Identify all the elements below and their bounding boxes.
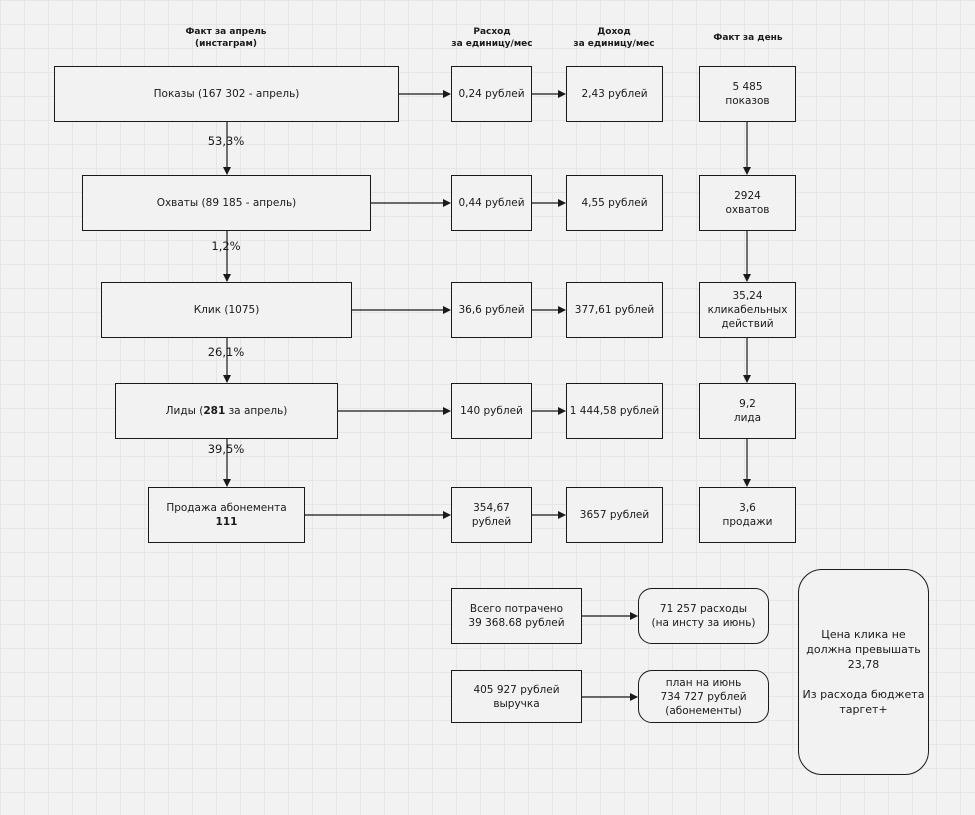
funnel-reach: Охваты (89 185 - апрель) bbox=[82, 175, 371, 231]
daily-reach: 2924 охватов bbox=[699, 175, 796, 231]
income-sales: 3657 рублей bbox=[566, 487, 663, 543]
conversion-leads-to-sales: 39,5% bbox=[207, 442, 245, 456]
summary-spent-june: 71 257 расходы (на инсту за июнь) bbox=[638, 588, 769, 644]
leads-prefix: Лиды ( bbox=[165, 405, 204, 417]
funnel-sales: Продажа абонемента 111 bbox=[148, 487, 305, 543]
cost-sales: 354,67 рублей bbox=[451, 487, 532, 543]
income-reach: 4,55 рублей bbox=[566, 175, 663, 231]
daily-leads: 9,2 лида bbox=[699, 383, 796, 439]
sales-label: Продажа абонемента bbox=[166, 502, 287, 514]
income-leads: 1 444,58 рублей bbox=[566, 383, 663, 439]
header-cost-per-unit: Расход за единицу/мес bbox=[451, 27, 533, 49]
click-price-note: Цена клика не должна превышать 23,78 Из … bbox=[798, 569, 929, 775]
income-impressions: 2,43 рублей bbox=[566, 66, 663, 122]
cost-clicks: 36,6 рублей bbox=[451, 282, 532, 338]
funnel-leads: Лиды (281 за апрель) bbox=[115, 383, 338, 439]
cost-leads: 140 рублей bbox=[451, 383, 532, 439]
conversion-clicks-to-leads: 26,1% bbox=[207, 345, 245, 359]
cost-reach: 0,44 рублей bbox=[451, 175, 532, 231]
funnel-clicks: Клик (1075) bbox=[101, 282, 352, 338]
cost-impressions: 0,24 рублей bbox=[451, 66, 532, 122]
header-income-per-unit: Доход за единицу/мес bbox=[573, 27, 655, 49]
funnel-impressions: Показы (167 302 - апрель) bbox=[54, 66, 399, 122]
header-fact-per-day: Факт за день bbox=[713, 33, 783, 43]
header-fact-april: Факт за апрель (инстаграм) bbox=[185, 27, 267, 49]
daily-clicks: 35,24 кликабельных действий bbox=[699, 282, 796, 338]
summary-total-spent: Всего потрачено 39 368.68 рублей bbox=[451, 588, 582, 644]
summary-revenue-plan: план на июнь 734 727 рублей (абонементы) bbox=[638, 670, 769, 723]
income-clicks: 377,61 рублей bbox=[566, 282, 663, 338]
leads-count: 281 bbox=[203, 405, 226, 417]
conversion-reach-to-clicks: 1,2% bbox=[211, 239, 241, 253]
daily-impressions: 5 485 показов bbox=[699, 66, 796, 122]
leads-suffix: за апрель) bbox=[225, 405, 288, 417]
summary-revenue: 405 927 рублей выручка bbox=[451, 670, 582, 723]
sales-count: 111 bbox=[215, 516, 238, 528]
daily-sales: 3,6 продажи bbox=[699, 487, 796, 543]
conversion-impressions-to-reach: 53,3% bbox=[207, 134, 245, 148]
